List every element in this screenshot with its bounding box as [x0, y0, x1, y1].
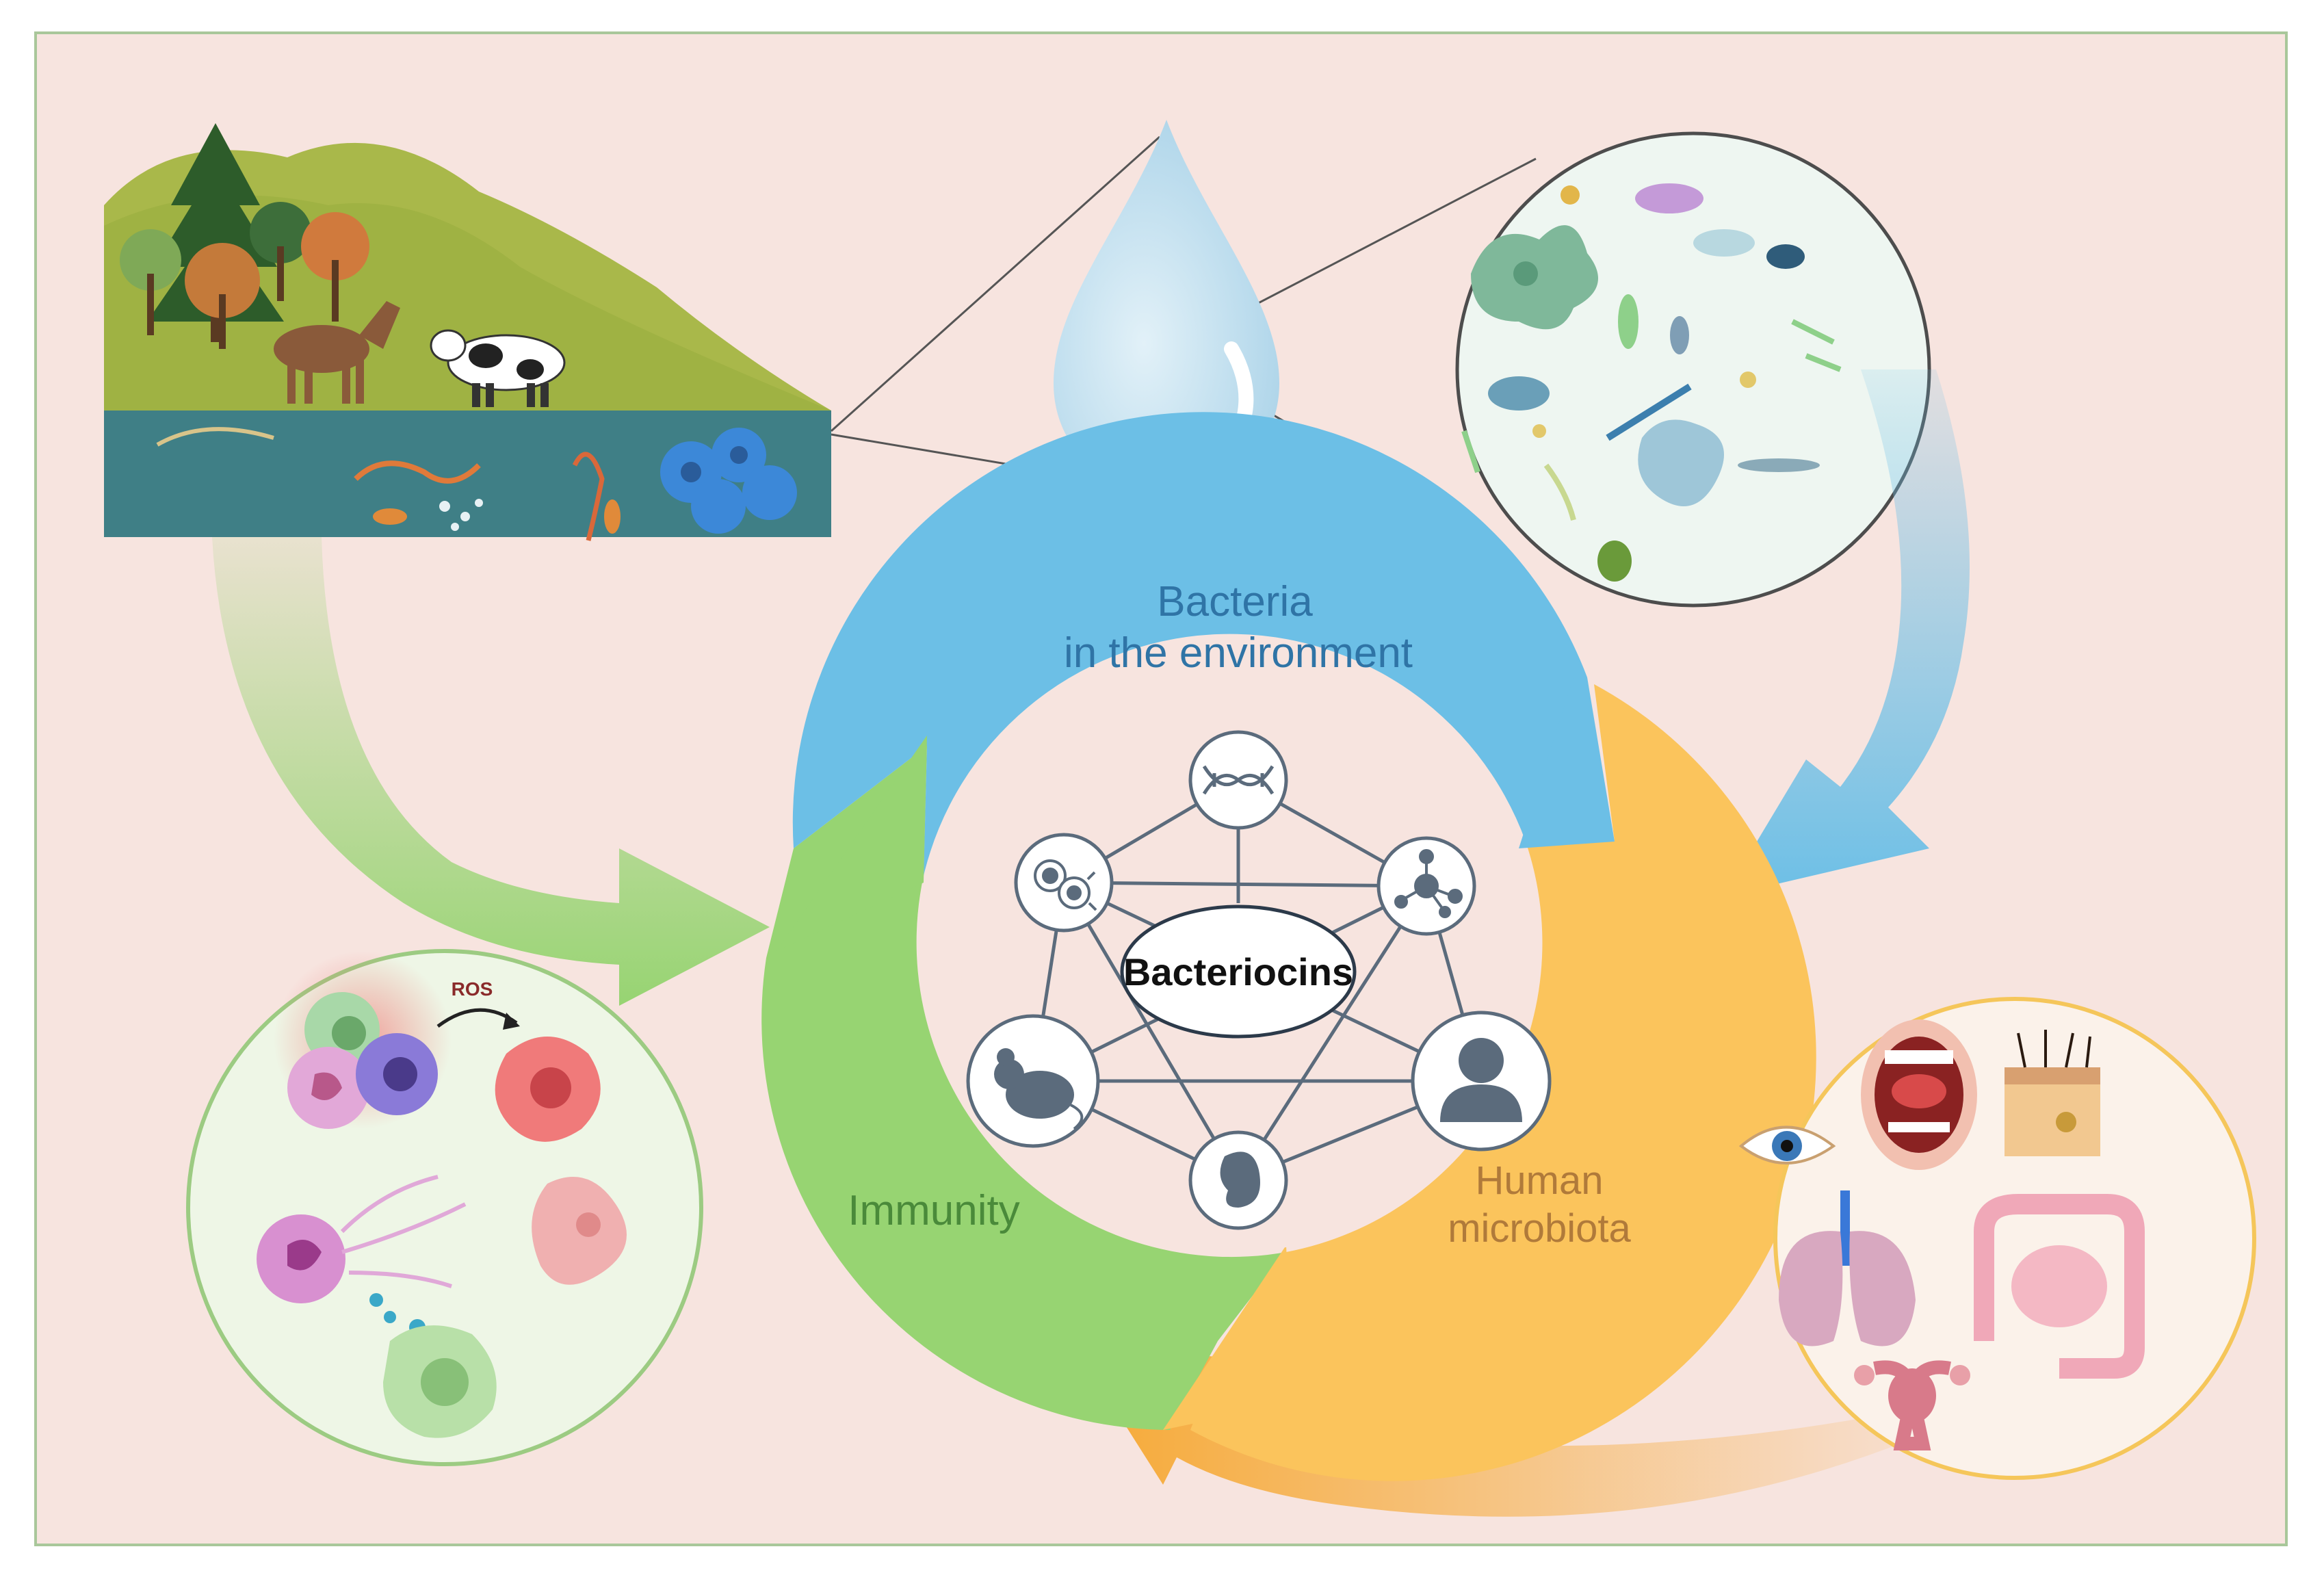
human-organs-illustration — [1738, 997, 2256, 1480]
dna-icon — [1202, 765, 1275, 795]
bacteriocins-label: Bacteriocins — [1123, 950, 1353, 993]
cells-node — [1014, 833, 1114, 933]
cells-icon — [1034, 859, 1097, 911]
mouse-icon — [994, 1048, 1084, 1130]
bacteriocins-node — [1120, 904, 1357, 1039]
dna-node — [1188, 730, 1288, 830]
cow-icon — [430, 329, 566, 407]
microorganisms-illustration — [1455, 131, 1931, 608]
macrophage-icon — [356, 1033, 438, 1115]
neutrophil-net-icon — [257, 1175, 467, 1303]
bacteria-label-line1: Bacteria — [1157, 578, 1313, 625]
person-node — [1411, 1011, 1552, 1151]
cycle-ring — [761, 412, 1816, 1481]
phagocyte-icon — [383, 1325, 497, 1438]
molecule-node — [1376, 836, 1476, 936]
mouse-node — [966, 1014, 1100, 1148]
orange-flow-arrow — [1074, 1344, 1909, 1517]
blue-flow-arrow — [1724, 369, 1970, 896]
landscape-illustration — [104, 123, 831, 541]
uterus-icon — [1854, 1360, 1970, 1450]
skin-icon — [2005, 1030, 2100, 1156]
sponge-icon — [660, 428, 797, 534]
green-flow-arrow — [212, 537, 770, 1006]
person-icon — [1440, 1038, 1522, 1122]
debris-cell-icon — [532, 1177, 627, 1285]
immunity-label: Immunity — [848, 1187, 1019, 1234]
ros-label: ROS — [452, 978, 493, 1000]
human-label-line2: microbiota — [1448, 1206, 1631, 1251]
intestine-icon — [1974, 1194, 2145, 1379]
dying-cell-icon — [495, 1037, 601, 1142]
horse-icon — [274, 301, 400, 404]
molecule-icon — [1394, 849, 1463, 918]
organ-icon — [1220, 1151, 1260, 1208]
organ-node — [1188, 1130, 1288, 1230]
lungs-icon — [1779, 1190, 1916, 1346]
mouth-icon — [1861, 1019, 1977, 1170]
human-label-line1: Human — [1476, 1158, 1604, 1203]
tree-icon — [120, 123, 369, 349]
bacteria-label-line2: in the environment — [1064, 629, 1413, 677]
eye-icon — [1738, 1125, 1836, 1164]
immune-cells-illustration: ROS — [186, 949, 703, 1466]
